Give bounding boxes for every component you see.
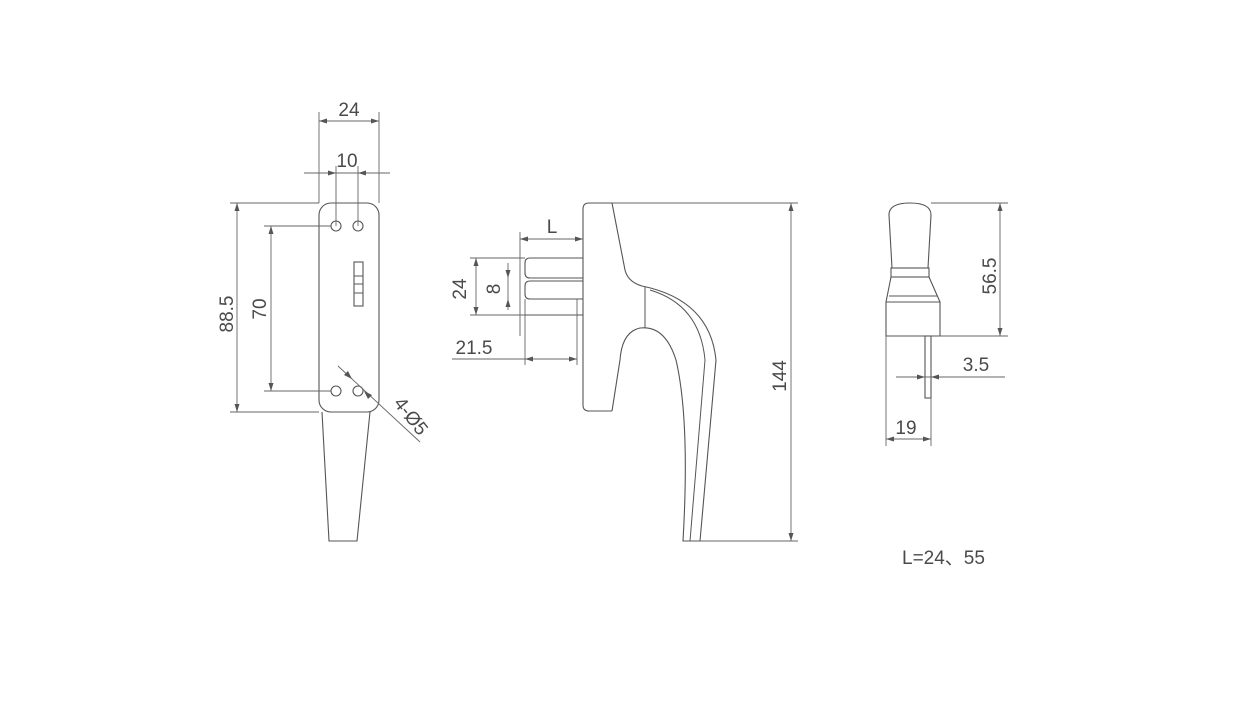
end-view: 56.5 3.5 19	[885, 202, 1008, 446]
handle-side	[611, 202, 717, 542]
side-view: L 24 8 21.5 144	[450, 202, 798, 542]
base-plate	[318, 202, 380, 413]
end-body	[885, 276, 941, 337]
dim-spindle-width: 3.5	[963, 355, 989, 376]
dim-width-overall: 24	[338, 100, 360, 121]
dim-handle-height: 144	[770, 360, 791, 392]
front-view: 24 10 88.5 70 4-Ø5	[217, 100, 432, 542]
dim-body-height: 56.5	[980, 258, 1001, 295]
base-block	[582, 202, 612, 412]
lever-front	[321, 411, 371, 542]
dim-spindle-boss: 24	[450, 278, 471, 300]
dim-spindle-length: L	[547, 217, 558, 238]
spindle-bottom	[524, 280, 583, 300]
dim-hole-spacing-height: 70	[250, 298, 271, 319]
spindle-top	[524, 257, 583, 279]
holes-callout: 4-Ø5	[389, 394, 432, 440]
end-spindle	[924, 335, 932, 399]
mounting-hole	[330, 385, 342, 397]
mounting-hole	[352, 385, 364, 397]
dim-base-width: 19	[895, 418, 916, 439]
knob-collar	[890, 267, 930, 278]
dim-spindle-offset: 21.5	[456, 338, 493, 359]
knob	[888, 202, 932, 269]
dim-hole-spacing-width: 10	[336, 151, 357, 172]
dim-height-overall: 88.5	[217, 296, 238, 333]
dim-spindle-square: 8	[484, 284, 505, 295]
length-note: L=24、55	[902, 548, 985, 569]
